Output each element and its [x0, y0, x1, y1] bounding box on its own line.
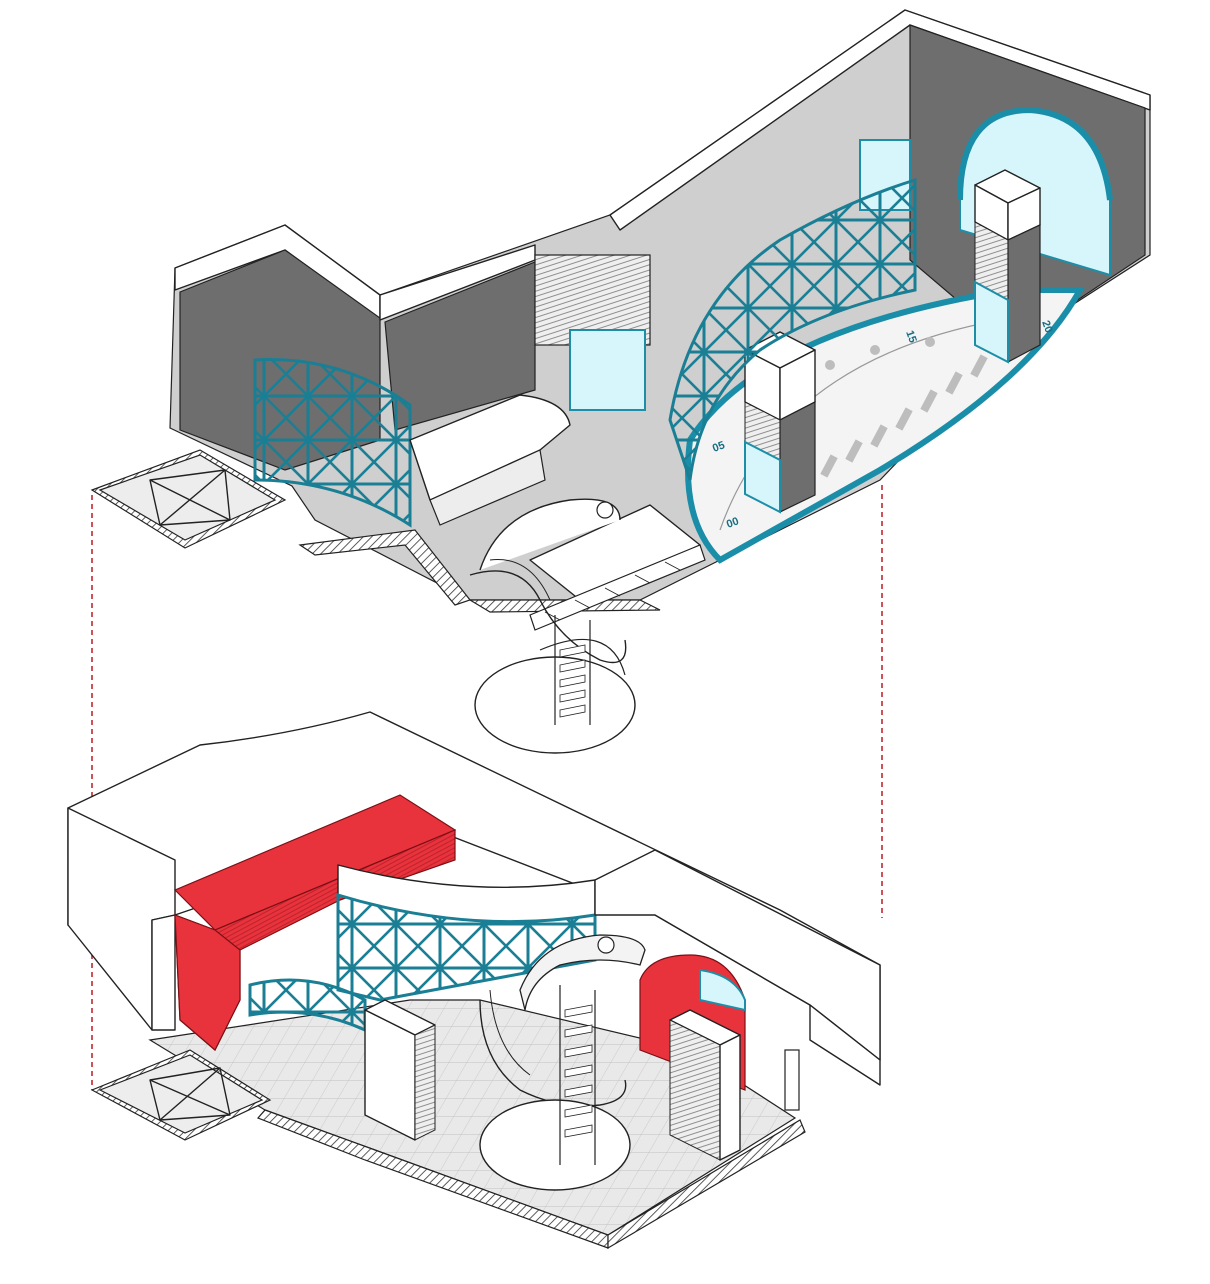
- lower-door: [784, 1049, 800, 1111]
- lower-level: [67, 711, 881, 1250]
- lower-stair-base: [479, 1099, 631, 1191]
- upper-braced-screen-left: [253, 358, 412, 528]
- lower-stair-treads: [564, 1004, 593, 1138]
- stair-treads: [559, 644, 586, 718]
- lower-spiral-slide: [479, 934, 646, 1107]
- dial-tick-marks: [820, 337, 988, 478]
- upper-column-right: [974, 169, 1041, 364]
- dial-ring: [719, 319, 1001, 531]
- upper-stair-void-edge: [298, 529, 471, 606]
- upper-bar-counter: [409, 394, 571, 501]
- arch-trim: [957, 106, 1113, 201]
- lower-stair-column: [559, 985, 596, 1165]
- dial-label-20: 20: [1039, 319, 1054, 335]
- upper-level: 00 05 15 20: [90, 9, 1151, 754]
- stair-column: [554, 615, 591, 725]
- truss-diagonals: [544, 561, 681, 621]
- dial-label-15: 15: [903, 329, 918, 345]
- dial-label-05: 05: [711, 439, 727, 454]
- upper-back-wall-top: [609, 9, 1151, 231]
- upper-spiral-slide: [469, 498, 627, 664]
- upper-braced-wall-curved: [668, 177, 917, 481]
- lower-red-side: [174, 914, 241, 1051]
- dial-label-00: 00: [725, 515, 741, 530]
- lower-arch-window: [699, 968, 746, 1012]
- upper-truss-rail: [529, 544, 706, 631]
- upper-entry-landing: [98, 454, 277, 541]
- upper-glass-box: [569, 329, 646, 411]
- lower-partition-right: [669, 1009, 741, 1161]
- upper-column-left: [744, 331, 816, 514]
- lower-partition-left: [364, 999, 436, 1141]
- upper-bar-front: [429, 449, 546, 526]
